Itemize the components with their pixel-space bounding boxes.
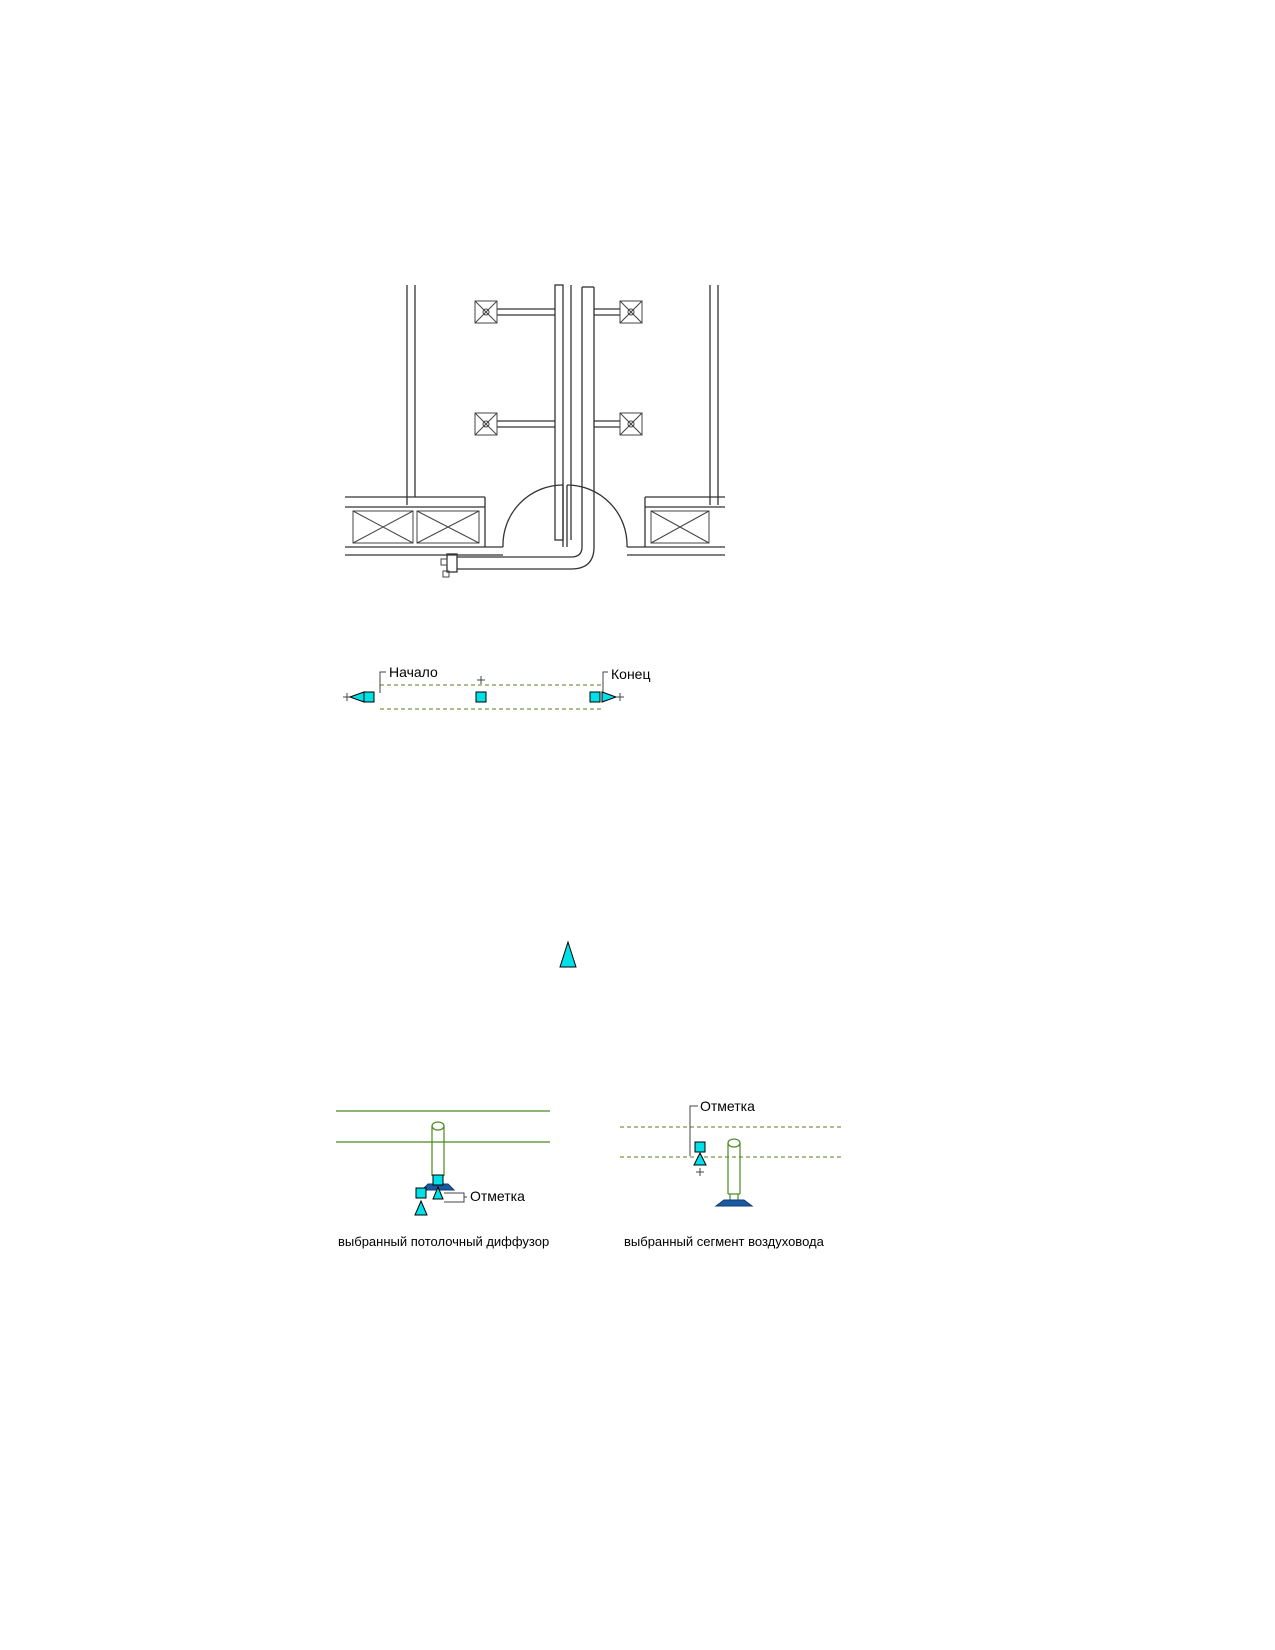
add-grip-right[interactable] <box>616 693 624 701</box>
diffuser-top-right <box>619 300 643 324</box>
vertical-duct-segment <box>727 1138 741 1200</box>
wall-box-2 <box>416 510 480 544</box>
elevation-grip-upper[interactable] <box>432 1185 444 1200</box>
vertical-duct <box>431 1121 445 1176</box>
diffuser-bottom-left <box>474 412 498 436</box>
door-swing-left <box>502 484 564 548</box>
location-grip[interactable] <box>475 691 487 703</box>
elevation-grip-lower[interactable] <box>414 1199 428 1216</box>
caption-duct-segment: выбранный сегмент воздуховода <box>624 1234 824 1249</box>
elevation-label-right: Отметка <box>700 1098 755 1114</box>
elevation-label-left: Отметка <box>470 1188 525 1204</box>
start-grip[interactable] <box>363 691 375 703</box>
elevation-grip-right[interactable] <box>693 1151 707 1166</box>
duct-terminal <box>446 553 458 573</box>
diffuser-base-icon-right <box>714 1199 754 1207</box>
end-grip[interactable] <box>589 691 601 703</box>
start-leader <box>379 671 386 693</box>
add-grip-middle[interactable] <box>477 676 485 684</box>
ceiling-diffuser-figure <box>336 1110 550 1216</box>
door-swing-right <box>566 484 628 548</box>
vertical-duct-main <box>554 284 564 541</box>
branch-duct-upper <box>497 308 620 316</box>
floor-plan-figure <box>345 284 725 578</box>
diffuser-location-grip[interactable] <box>432 1174 444 1186</box>
elevation-grip-icon[interactable] <box>559 940 577 968</box>
segment-grip[interactable] <box>694 1141 706 1153</box>
lengthen-grip-end[interactable] <box>601 691 618 703</box>
elevation-leader-left <box>444 1192 465 1203</box>
caption-ceiling-diffuser: выбранный потолочный диффузор <box>338 1234 550 1249</box>
diffuser-top-left <box>474 300 498 324</box>
diffuser-connector-grip[interactable] <box>415 1187 427 1199</box>
add-grip-plus[interactable] <box>696 1168 704 1176</box>
end-leader <box>602 671 608 693</box>
duct-segment-figure <box>620 1105 842 1207</box>
diffuser-bottom-right <box>619 412 643 436</box>
elevation-leader-right <box>689 1105 698 1156</box>
wall-box-3 <box>650 510 710 544</box>
grip-figure <box>343 671 624 710</box>
start-label: Начало <box>389 664 438 680</box>
end-label: Конец <box>611 666 651 682</box>
elevation-grip-figure <box>559 940 577 968</box>
wall-box-1 <box>352 510 414 544</box>
branch-duct-lower <box>497 420 620 428</box>
duct-elbow <box>570 546 583 558</box>
lengthen-grip-start[interactable] <box>348 691 365 703</box>
